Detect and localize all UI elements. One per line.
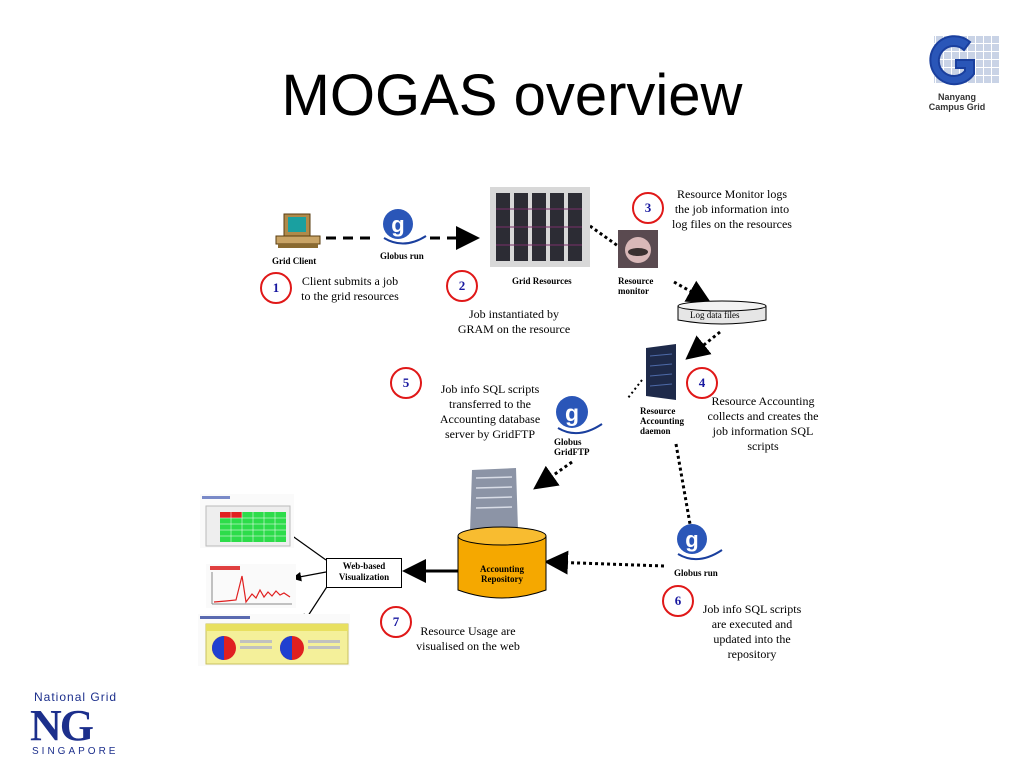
step-7-text: Resource Usage are visualised on the web	[416, 624, 520, 653]
campus-grid-label: Campus Grid	[928, 102, 986, 112]
globus-icon: g	[378, 208, 427, 248]
step-6-text: Job info SQL scripts are executed and up…	[702, 602, 802, 661]
accounting-repository-cylinder	[456, 526, 548, 602]
pie-chart-thumbnail	[198, 614, 350, 666]
national-grid-singapore-logo: National Grid NG SINGAPORE	[30, 690, 140, 760]
nanyang-campus-grid-logo: Nanyang Campus Grid	[912, 28, 1002, 118]
step-3-text: Resource Monitor logs the job informatio…	[672, 187, 792, 231]
usage-graph-thumbnail	[206, 564, 296, 608]
globus-run-top-label: Globus run	[380, 251, 424, 261]
log-data-files-cylinder	[676, 300, 768, 326]
svg-text:g: g	[685, 527, 698, 552]
step-3-badge: 3	[632, 192, 664, 224]
step-2-badge: 2	[446, 270, 478, 302]
globus-run-bottom-label: Globus run	[674, 568, 718, 578]
step-5-badge: 5	[390, 367, 422, 399]
step-7-badge: 7	[380, 606, 412, 638]
accounting-repository-label: Accounting Repository	[479, 564, 524, 584]
svg-text:g: g	[391, 212, 404, 237]
globus-gridftp-label: Globus GridFTP	[554, 437, 590, 457]
nanyang-label: Nanyang	[937, 92, 976, 102]
step-1-text: Client submits a job to the grid resourc…	[301, 274, 399, 303]
accounting-daemon-label: Resource Accounting daemon	[640, 406, 685, 436]
grid-client-label: Grid Client	[272, 256, 317, 266]
web-visualization-box: Web-based Visualization	[326, 558, 402, 588]
accounting-server-icon	[642, 344, 680, 400]
computer-icon	[274, 212, 326, 252]
step-4-text: Resource Accounting collects and creates…	[707, 394, 819, 453]
resource-monitor-icon	[618, 230, 658, 268]
database-server-icon	[464, 468, 524, 532]
step-6-badge: 6	[662, 585, 694, 617]
usage-table-thumbnail	[200, 494, 294, 548]
step-5-text: Job info SQL scripts transferred to the …	[439, 382, 541, 441]
slide-title: MOGAS overview	[281, 63, 743, 128]
step-4-badge: 4	[686, 367, 718, 399]
step-2-text: Job instantiated by GRAM on the resource	[457, 307, 571, 336]
svg-text:g: g	[565, 400, 579, 426]
ng-mark: NG	[30, 701, 94, 750]
national-grid-label: National Grid	[34, 690, 118, 704]
step-1-badge: 1	[260, 272, 292, 304]
grid-resources-label: Grid Resources	[512, 276, 572, 286]
globus-run-bottom-icon: g	[670, 522, 723, 562]
log-data-files-label: Log data files	[690, 310, 740, 320]
globus-gridftp-icon: g	[550, 394, 603, 435]
server-rack-icon	[490, 187, 590, 267]
grid-g-icon	[929, 35, 1000, 86]
singapore-label: SINGAPORE	[32, 746, 119, 757]
resource-monitor-label: Resource monitor	[618, 276, 654, 296]
